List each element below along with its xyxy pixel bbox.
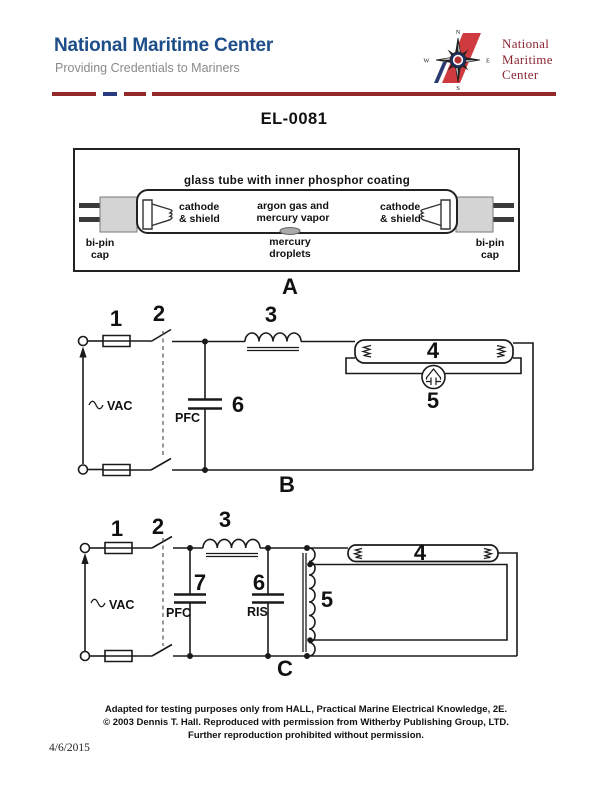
- cathode-shield-label-left: cathode & shield: [179, 201, 220, 225]
- junction-dot: [202, 338, 208, 345]
- ref-3-ballast: 3: [264, 302, 278, 327]
- seal-center: [454, 56, 462, 64]
- glass-tube-label: glass tube with inner phosphor coating: [183, 175, 411, 187]
- ballast-inductor-symbol: [203, 539, 260, 556]
- bipin-label-right: bi-pin cap: [475, 237, 505, 261]
- switch-symbol-top: [152, 537, 172, 549]
- wire: [513, 343, 533, 470]
- compass-e-label: E: [486, 58, 490, 65]
- ref-2-switch: 2: [152, 301, 166, 326]
- figure-c-label: C: [277, 656, 293, 681]
- source-terminals: [79, 337, 104, 475]
- figure-c-drawing: [60, 505, 545, 695]
- pfc-capacitor-symbol: [174, 548, 206, 656]
- ref-3-ballast: 3: [218, 507, 232, 532]
- ballast-inductor-symbol: [245, 333, 301, 351]
- wire: [498, 553, 517, 656]
- document-code: EL-0081: [260, 110, 328, 128]
- pfc-capacitor-symbol: [188, 344, 222, 470]
- cathode-right: [421, 200, 450, 229]
- footer-attribution-line-3: Further reproduction prohibited without …: [188, 730, 424, 741]
- logo-blue-stripe: [434, 62, 447, 83]
- logo-wordmark: National Maritime Center: [502, 36, 553, 83]
- switch-symbol-top: [151, 330, 171, 342]
- switch-symbol-bottom: [151, 459, 171, 471]
- ref-7-pfc-capacitor: 7: [193, 570, 207, 595]
- ref-5-transformer: 5: [320, 587, 334, 612]
- ref-5-starter: 5: [426, 388, 440, 413]
- cathode-left: [143, 200, 172, 229]
- ref-4-lamp: 4: [426, 338, 440, 363]
- compass-w-label: W: [423, 58, 430, 65]
- logo-word-3: Center: [502, 67, 539, 82]
- figure-a-label: A: [282, 274, 298, 299]
- ref-1-fuse: 1: [110, 516, 124, 541]
- ris-capacitor-symbol: [252, 548, 284, 656]
- compass-s-label: S: [456, 85, 460, 92]
- ref-2-switch: 2: [151, 514, 165, 539]
- page-subtitle: Providing Credentials to Mariners: [55, 61, 240, 75]
- switch-symbol-bottom: [152, 645, 172, 657]
- mercury-droplet: [280, 228, 300, 235]
- junction-dots: [187, 545, 313, 659]
- ref-4-lamp: 4: [413, 540, 427, 565]
- bipin-label-left: bi-pin cap: [85, 237, 115, 261]
- junction-dot: [202, 467, 208, 473]
- fuse-symbol-top: [90, 543, 153, 554]
- footer-date: 4/6/2015: [49, 742, 90, 754]
- filament-tap-wires: [310, 565, 507, 641]
- fuse-symbol-top: [88, 336, 152, 347]
- footer-attribution-line-1: Adapted for testing purposes only from H…: [104, 704, 508, 715]
- figure-a-drawing: [79, 150, 514, 270]
- page-title: National Maritime Center: [54, 35, 274, 56]
- fuse-symbol-bottom: [88, 465, 152, 476]
- bipin-cap-left: [79, 197, 139, 232]
- pfc-label: PFC: [175, 411, 200, 425]
- vac-label: VAC: [109, 598, 135, 612]
- logo-word-2: Maritime: [502, 51, 553, 67]
- ris-label: RIS: [247, 605, 268, 619]
- compass-letters: N E S W: [423, 29, 490, 92]
- fuse-symbol-bottom: [90, 651, 153, 662]
- figure-b-label: B: [279, 472, 295, 497]
- figure-c-circuit: 1 2 3 4 5 6 7 VAC PFC RIS C: [60, 505, 545, 695]
- bipin-cap-right: [454, 197, 514, 232]
- cathode-shield-label-right: cathode & shield: [380, 201, 421, 225]
- figure-a-lamp-construction: glass tube with inner phosphor coating c…: [73, 148, 520, 272]
- logo-word-1: National: [502, 36, 550, 51]
- ref-6-capacitor: 6: [231, 392, 245, 417]
- starter-glow-switch-symbol: [422, 366, 445, 389]
- argon-label: argon gas and mercury vapor: [256, 200, 330, 224]
- source-terminals: [81, 544, 106, 661]
- header-divider: [52, 92, 556, 96]
- pfc-label: PFC: [166, 606, 191, 620]
- vac-label: VAC: [107, 399, 133, 413]
- ref-6-ris-capacitor: 6: [252, 570, 266, 595]
- figure-b-drawing: [60, 300, 545, 500]
- nmc-logo: N E S W National Maritime Center: [422, 24, 556, 92]
- figure-b-circuit: 1 2 3 4 5 6 VAC PFC B: [60, 300, 545, 500]
- compass-rose-icon: N E S W: [423, 29, 490, 92]
- mercury-droplets-label: mercury droplets: [269, 236, 311, 260]
- fluorescent-lamp-symbol: [355, 340, 513, 363]
- footer-attribution-line-2: © 2003 Dennis T. Hall. Reproduced with p…: [103, 717, 509, 728]
- divider-blue-dash: [103, 92, 117, 96]
- compass-n-label: N: [456, 29, 461, 36]
- ref-1-fuse: 1: [109, 306, 123, 331]
